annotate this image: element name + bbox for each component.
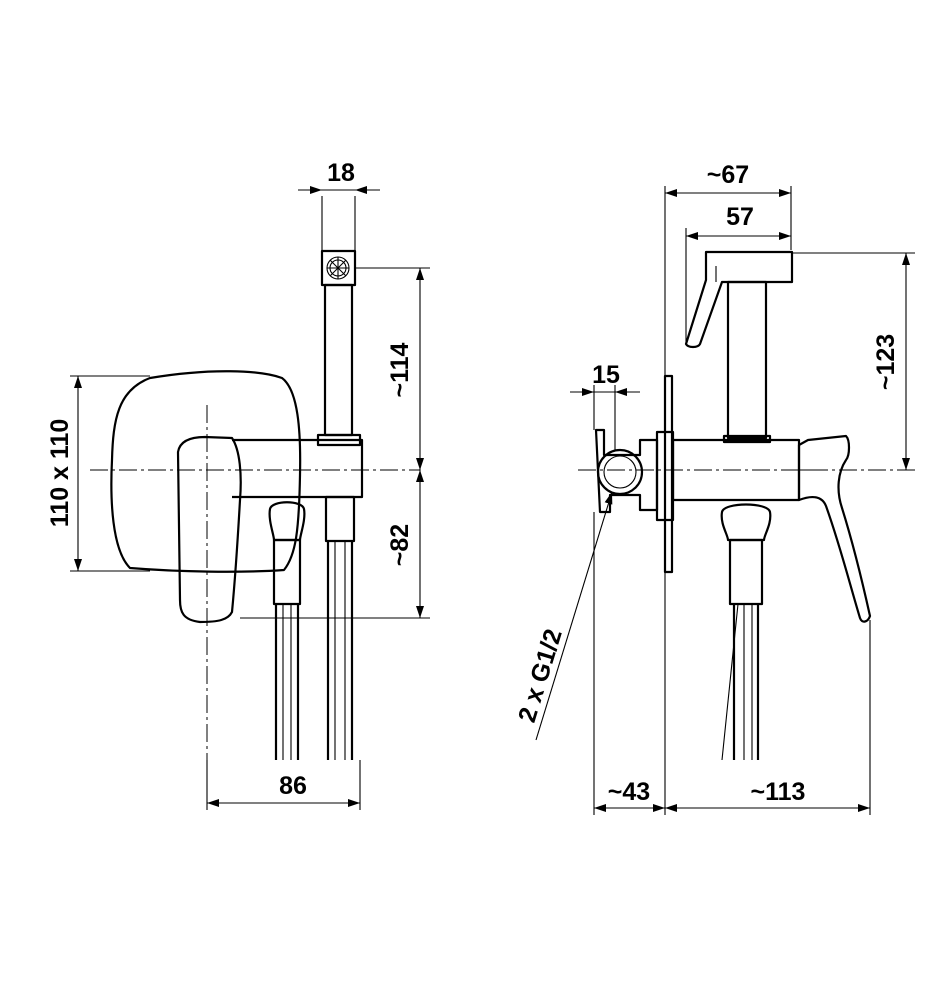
dim-plate-size: 110 x 110 <box>46 419 74 527</box>
lever-side <box>797 434 872 623</box>
shower-head-side <box>684 250 794 349</box>
dim-thread: 2 x G1/2 <box>513 626 568 726</box>
dim-hose-width: 18 <box>327 159 355 187</box>
dim-shower-height: ~114 <box>386 342 414 397</box>
lever-handle <box>176 435 242 624</box>
shower-holder-front <box>316 433 362 447</box>
dim-depth: 86 <box>279 772 307 800</box>
dim-lower-height: ~82 <box>386 524 414 566</box>
dim-head-width: 57 <box>726 203 754 231</box>
wall-plate-side <box>663 374 674 574</box>
side-view: ~67 57 15 ~123 2 x G1/2 ~43 ~113 <box>513 161 915 815</box>
right-fitting <box>324 495 356 543</box>
shower-shaft-front <box>323 283 354 437</box>
lower-fitting <box>720 503 772 542</box>
front-view: 18 ~114 ~82 110 x 110 86 <box>46 159 430 810</box>
dim-total-width: ~67 <box>707 161 749 189</box>
pipe-body <box>232 438 364 499</box>
left-fitting <box>268 501 306 542</box>
dim-left-depth: ~43 <box>608 778 650 806</box>
connector-elbow <box>594 428 659 514</box>
dim-connector-width: 15 <box>592 361 620 389</box>
dim-height: ~123 <box>872 334 900 390</box>
wall-plate <box>110 370 302 573</box>
dim-right-depth: ~113 <box>751 778 806 806</box>
shower-shaft-side <box>726 280 768 440</box>
